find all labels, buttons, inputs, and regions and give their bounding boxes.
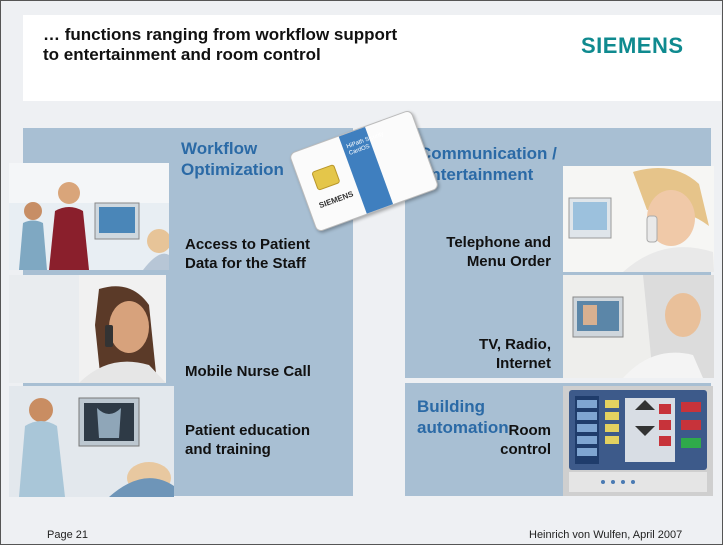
card-brand: SIEMENS xyxy=(317,189,355,211)
photo-tv-internet xyxy=(563,275,714,378)
page-number: Page 21 xyxy=(47,529,88,541)
photo-mobile-call xyxy=(9,275,166,383)
photo-staff-terminal xyxy=(9,163,169,270)
building-item: Room control xyxy=(500,422,551,458)
footer-author-date: Heinrich von Wulfen, April 2007 xyxy=(529,529,683,541)
building-title: Building automation xyxy=(417,397,509,437)
workflow-item-1: Access to Patient Data for the Staff xyxy=(185,236,311,272)
entertainment-item-2: TV, Radio, Internet xyxy=(479,336,551,372)
workflow-title: Workflow Optimization xyxy=(181,139,284,179)
entertainment-title: Communication / Entertainment xyxy=(419,144,557,184)
workflow-item-2: Mobile Nurse Call xyxy=(185,363,311,380)
card-strip-text: HiPath Sicurity CardOS xyxy=(345,131,385,157)
entertainment-item-1: Telephone and Menu Order xyxy=(446,234,551,270)
card-chip-icon xyxy=(311,163,341,191)
photo-room-control-panel xyxy=(563,386,713,496)
slide-title: … functions ranging from workflow suppor… xyxy=(43,25,398,64)
siemens-logo: SIEMENS xyxy=(581,33,684,58)
photo-telephone xyxy=(563,166,714,272)
header-band xyxy=(23,15,721,101)
workflow-item-3: Patient education and training xyxy=(185,422,311,458)
photo-patient-education xyxy=(9,386,174,497)
